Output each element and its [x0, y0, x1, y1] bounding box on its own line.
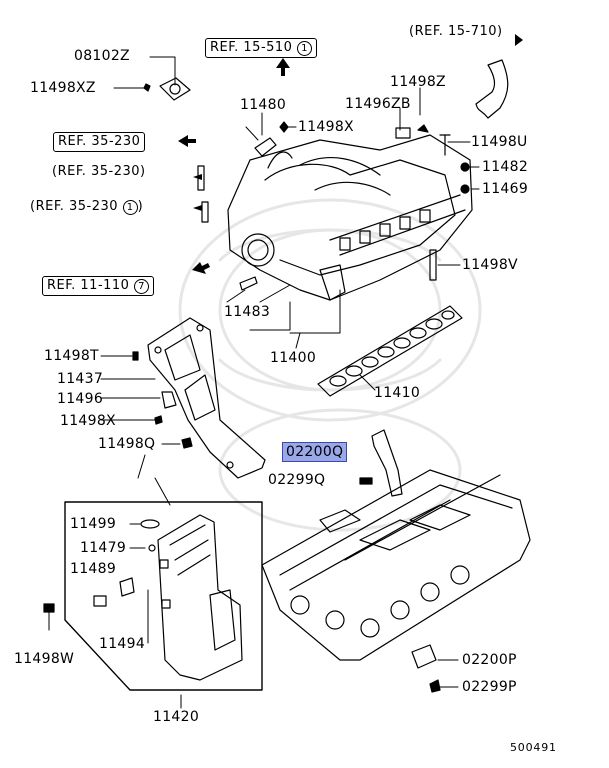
part-label-11498X-top[interactable]: 11498X	[298, 119, 354, 135]
part-label-02299Q[interactable]: 02299Q	[268, 472, 326, 488]
bolt-11498Q	[181, 437, 193, 449]
part-label-11498U[interactable]: 11498U	[471, 134, 528, 150]
ref-15-510: REF. 15-510 1	[205, 38, 318, 58]
gasket-02200P	[411, 644, 437, 669]
cap-11489	[93, 595, 107, 607]
part-label-02200Q-highlighted[interactable]: 02200Q	[282, 442, 348, 462]
ref-text: REF. 11-110	[47, 278, 130, 293]
ref-text: REF. 15-510	[210, 40, 293, 55]
bolt-11498X	[154, 415, 163, 425]
diagram-code: 500491	[510, 741, 557, 754]
bolt-11498XZ	[143, 83, 151, 92]
part-label-11480[interactable]: 11480	[240, 97, 287, 113]
o-ring-11479	[148, 544, 156, 552]
part-label-11437[interactable]: 11437	[57, 371, 104, 387]
part-label-11494[interactable]: 11494	[99, 636, 146, 652]
part-label-02200P[interactable]: 02200P	[462, 652, 517, 668]
part-label-11498Q[interactable]: 11498Q	[98, 436, 156, 452]
ref-circle-number: 7	[134, 279, 150, 294]
part-label-11496[interactable]: 11496	[57, 391, 104, 407]
part-label-11489[interactable]: 11489	[70, 561, 117, 577]
part-label-11498V[interactable]: 11498V	[462, 257, 518, 273]
stud-11483	[239, 276, 258, 291]
ref-15-710: (REF. 15-710)	[409, 24, 503, 39]
bracket-11496	[161, 391, 177, 409]
part-label-11498XZ[interactable]: 11498XZ	[30, 80, 96, 96]
part-label-11420[interactable]: 11420	[153, 709, 200, 725]
leader-lines	[48, 56, 480, 709]
part-label-11410[interactable]: 11410	[374, 385, 421, 401]
part-label-11479[interactable]: 11479	[80, 540, 127, 556]
manifold-gasket	[317, 305, 463, 397]
ref-35-230-b: (REF. 35-230)	[52, 164, 146, 179]
plug-35-230	[197, 165, 205, 191]
part-label-11482[interactable]: 11482	[482, 159, 529, 175]
bolt-02299P	[429, 679, 441, 693]
part-label-11469[interactable]: 11469	[482, 181, 529, 197]
group-box	[64, 501, 263, 691]
part-label-11498Z[interactable]: 11498Z	[390, 74, 446, 90]
bolt-11498T	[132, 351, 139, 361]
part-11494	[119, 577, 135, 597]
manifold-stay	[147, 317, 266, 479]
bolt-02299Q	[359, 477, 373, 485]
part-label-11483[interactable]: 11483	[224, 304, 271, 320]
hose	[475, 59, 509, 119]
fasteners-right	[279, 121, 470, 281]
part-label-11498W[interactable]: 11498W	[14, 651, 75, 667]
part-label-11496ZB[interactable]: 11496ZB	[345, 96, 411, 112]
part-label-11498X-mid[interactable]: 11498X	[60, 413, 116, 429]
part-label-11498T[interactable]: 11498T	[44, 348, 99, 364]
part-label-08102Z[interactable]: 08102Z	[74, 48, 130, 64]
throttle-gasket	[159, 77, 191, 101]
bolt-11498W	[43, 603, 55, 613]
part-label-11499[interactable]: 11499	[70, 516, 117, 532]
bracket-02200Q	[371, 429, 403, 497]
cylinder-head	[261, 469, 531, 661]
watermark	[178, 198, 482, 532]
ref-circle-number: 1	[122, 200, 138, 215]
o-ring-11499	[140, 519, 160, 529]
intake-chamber	[157, 514, 243, 681]
ref-35-230-a: REF. 35-230	[53, 132, 146, 152]
intake-manifold	[227, 127, 473, 301]
ref-35-230-c: (REF. 35-230 1)	[30, 199, 144, 215]
part-label-11400[interactable]: 11400	[270, 350, 317, 366]
ref-circle-number: 1	[297, 41, 313, 56]
ref-11-110: REF. 11-110 7	[42, 276, 155, 296]
plug-35-230-b	[201, 201, 209, 223]
ref-text: (REF. 35-230	[30, 199, 119, 214]
part-label-02299P[interactable]: 02299P	[462, 679, 517, 695]
